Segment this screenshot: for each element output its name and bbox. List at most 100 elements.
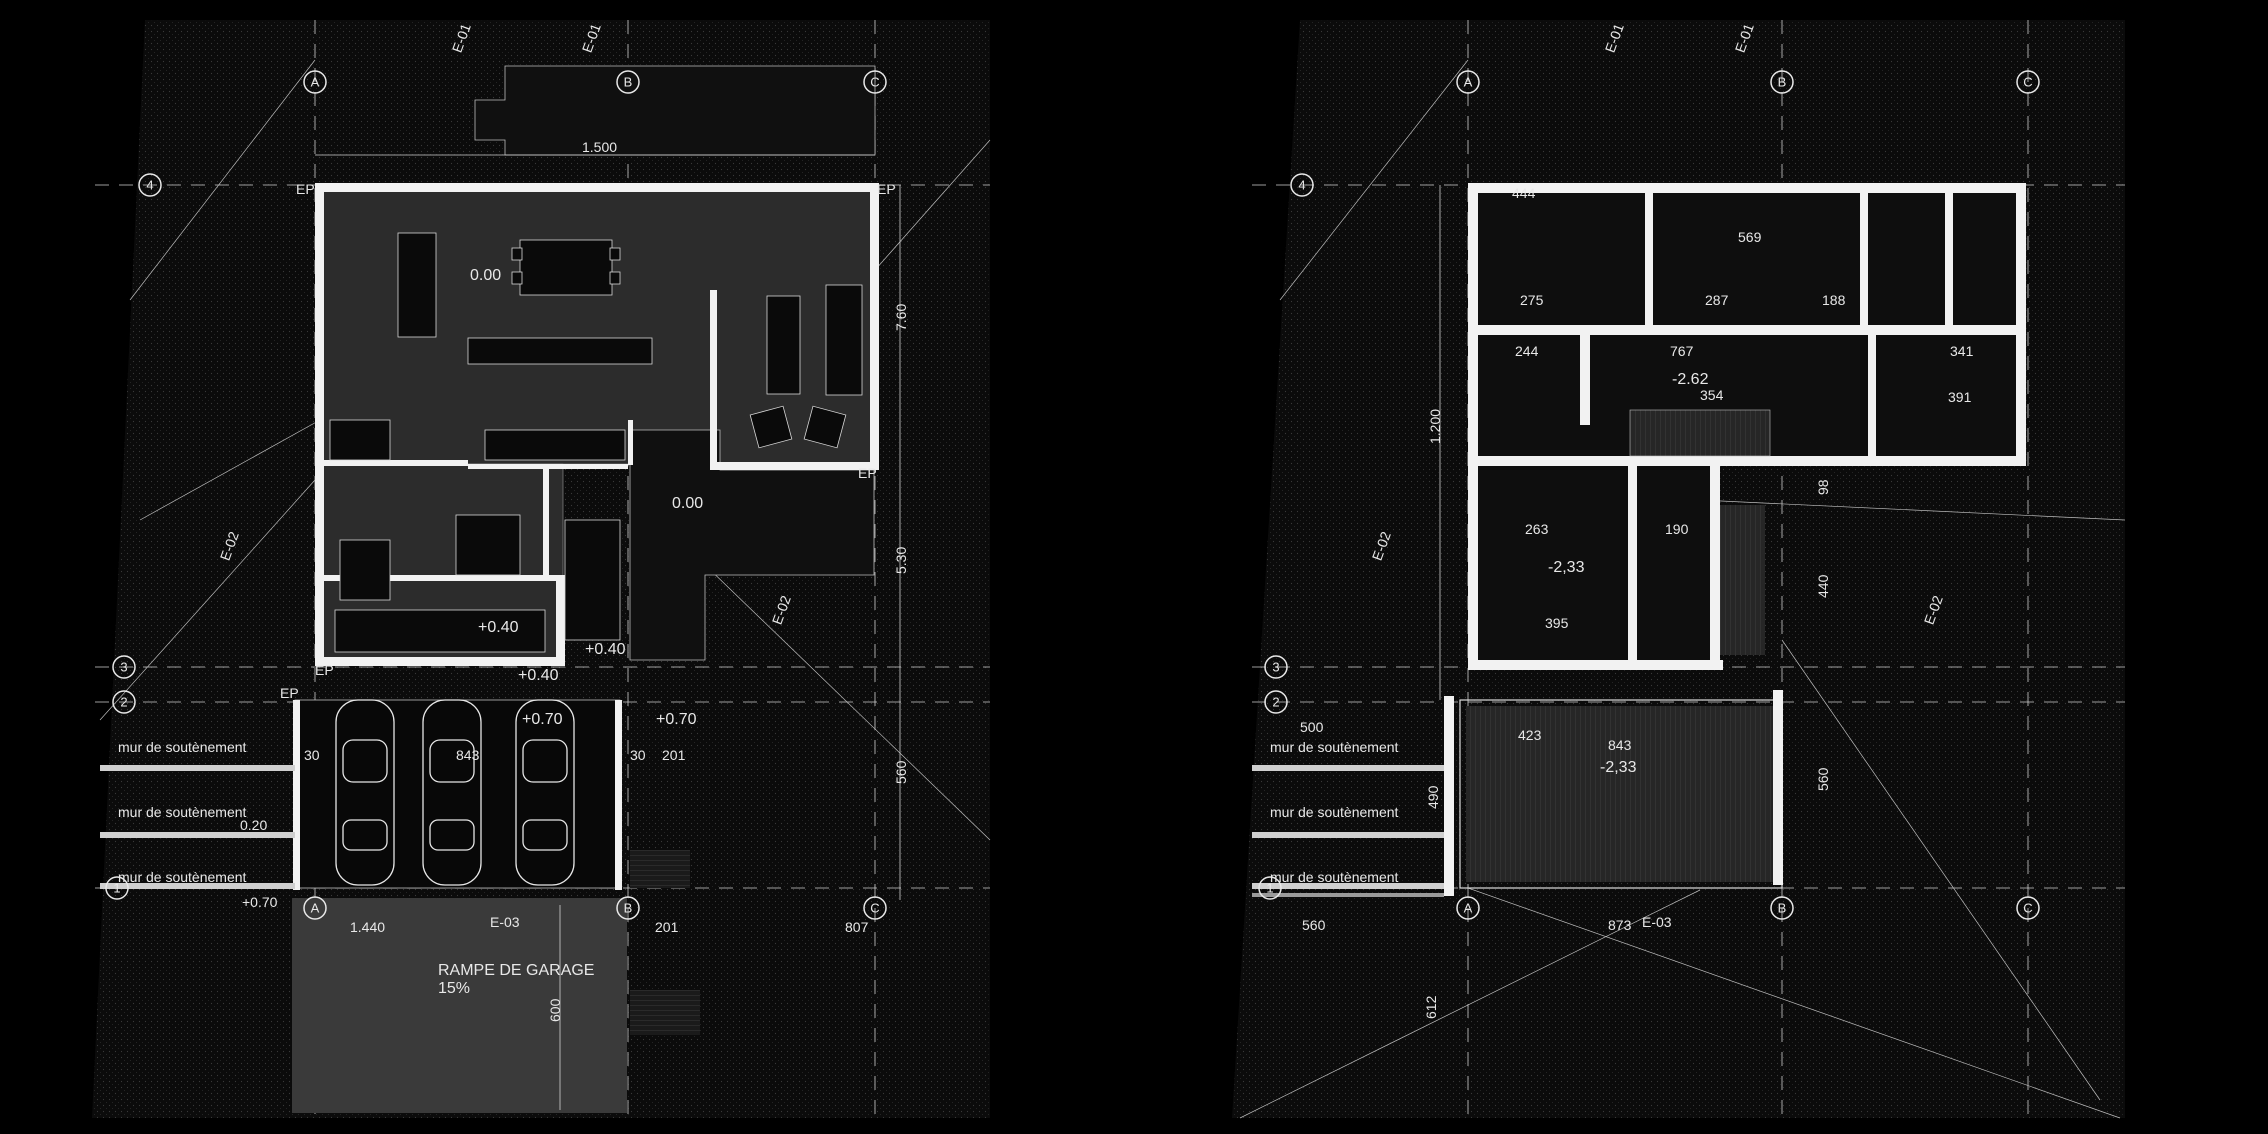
dim-w341: 341 <box>1950 343 1974 359</box>
dim-room-w2: 569 <box>1738 229 1762 245</box>
dim-side-b: 30 <box>630 747 646 763</box>
dim-side-c: 201 <box>662 747 686 763</box>
ground-floor-plan: 1.500 <box>92 20 991 1118</box>
basement-stair <box>1629 409 1771 457</box>
b-retaining-wall-label-1: mur de soutènement <box>1270 739 1399 755</box>
garage-floor <box>1466 706 1776 882</box>
level-hall: -2.62 <box>1672 371 1709 388</box>
dim-w354: 354 <box>1700 387 1724 403</box>
dim-parking-depth: 560 <box>893 760 909 784</box>
level-room: -2,33 <box>1548 559 1585 576</box>
level-street: +0.70 <box>242 894 278 910</box>
bed <box>455 514 521 576</box>
furniture <box>329 232 863 653</box>
canopy <box>474 65 876 156</box>
basement-stair-2 <box>1720 505 1765 655</box>
dim-side-a: 30 <box>304 747 320 763</box>
stair-2 <box>564 519 621 641</box>
ramp-label: RAMPE DE GARAGE <box>438 962 594 979</box>
dim-b-bottom-c: 612 <box>1423 995 1439 1019</box>
ramp-steps <box>630 990 700 1035</box>
parking-area <box>294 699 621 889</box>
armchair-2 <box>803 405 847 449</box>
svg-text:B: B <box>624 75 633 90</box>
dim-bottom-a: 1.440 <box>350 919 385 935</box>
dim-w391: 391 <box>1948 389 1972 405</box>
basement-plan: mur de soutènement mur de soutènement mu… <box>1232 20 2126 1119</box>
level-stair: +0.40 <box>585 641 626 658</box>
ep-5: EP <box>280 685 299 701</box>
terrace <box>629 429 875 661</box>
level-side: +0.70 <box>656 711 697 728</box>
dim-d5: 98 <box>1815 479 1831 495</box>
dim-w263: 263 <box>1525 521 1549 537</box>
dim-bottom-b: 201 <box>655 919 679 935</box>
ep-3: EP <box>858 465 877 481</box>
dim-w188: 188 <box>1822 292 1846 308</box>
level-bedroom: +0.40 <box>478 619 519 636</box>
svg-text:3: 3 <box>1272 660 1279 675</box>
dim-parking-width: 843 <box>456 747 480 763</box>
walls <box>315 183 879 666</box>
ramp-slope: 15% <box>438 980 470 997</box>
dim-height-right: 5.30 <box>893 547 909 574</box>
basement-retaining-walls <box>1252 765 1444 897</box>
level-parking: +0.70 <box>522 711 563 728</box>
b-retaining-wall-label-3: mur de soutènement <box>1270 869 1399 885</box>
ep-4: EP <box>315 662 334 678</box>
basement-axis-bubbles: A B C 4 3 2 1 A B C <box>1258 70 2040 920</box>
svg-text:2: 2 <box>1272 695 1279 710</box>
svg-text:1: 1 <box>1266 881 1273 896</box>
dim-w287: 287 <box>1705 292 1729 308</box>
basement-lower <box>1470 458 1715 668</box>
svg-text:3: 3 <box>120 660 127 675</box>
dim-d1: 500 <box>1300 719 1324 735</box>
dim-d2: 490 <box>1425 785 1441 809</box>
dim-b-bottom-b: 873 <box>1608 917 1632 933</box>
dim-w275: 275 <box>1520 292 1544 308</box>
svg-text:A: A <box>1464 75 1473 90</box>
garage-ramp <box>292 898 627 1113</box>
b-retaining-wall-label-2: mur de soutènement <box>1270 804 1399 820</box>
dim-w843: 843 <box>1608 737 1632 753</box>
stair-1 <box>484 429 626 461</box>
sofa <box>766 295 801 395</box>
bathroom-unit <box>329 419 391 461</box>
svg-text:C: C <box>2023 75 2032 90</box>
svg-text:A: A <box>311 901 320 916</box>
svg-text:B: B <box>624 901 633 916</box>
retaining-wall-label-3: mur de soutènement <box>118 869 247 885</box>
svg-text:A: A <box>1464 901 1473 916</box>
dim-w395: 395 <box>1545 615 1569 631</box>
svg-text:C: C <box>2023 901 2032 916</box>
svg-text:A: A <box>311 75 320 90</box>
svg-text:4: 4 <box>146 178 153 193</box>
section-marker-4: E-03 <box>490 914 520 930</box>
dim-room-w1: 444 <box>1512 185 1536 201</box>
canopy-dim: 1.500 <box>582 139 617 155</box>
retaining-wall-label-2: mur de soutènement <box>118 804 247 820</box>
svg-text:2: 2 <box>120 695 127 710</box>
dim-overall-height: 1.200 <box>1427 409 1443 444</box>
level-garage: -2,33 <box>1600 759 1637 776</box>
kitchen-counter <box>467 337 653 365</box>
bench <box>334 609 546 653</box>
svg-text:4: 4 <box>1298 178 1305 193</box>
axis-bubbles: A B C 4 3 2 1 A B C <box>105 70 887 920</box>
svg-text:1: 1 <box>113 881 120 896</box>
parked-cars <box>335 699 575 886</box>
retaining-wall-label-1: mur de soutènement <box>118 739 247 755</box>
dim-width-right: 7.60 <box>893 304 909 331</box>
svg-text:B: B <box>1778 75 1787 90</box>
dim-ramp-len: 600 <box>547 998 563 1022</box>
level-living: 0.00 <box>470 267 501 284</box>
b-section-marker-4: E-03 <box>1642 914 1672 930</box>
svg-text:C: C <box>870 75 879 90</box>
level-entry: +0.40 <box>518 667 559 684</box>
svg-text:C: C <box>870 901 879 916</box>
bookshelf <box>825 284 863 396</box>
kitchen-island <box>397 232 437 338</box>
basement-walls <box>1468 183 2026 670</box>
dining-table <box>519 239 613 296</box>
